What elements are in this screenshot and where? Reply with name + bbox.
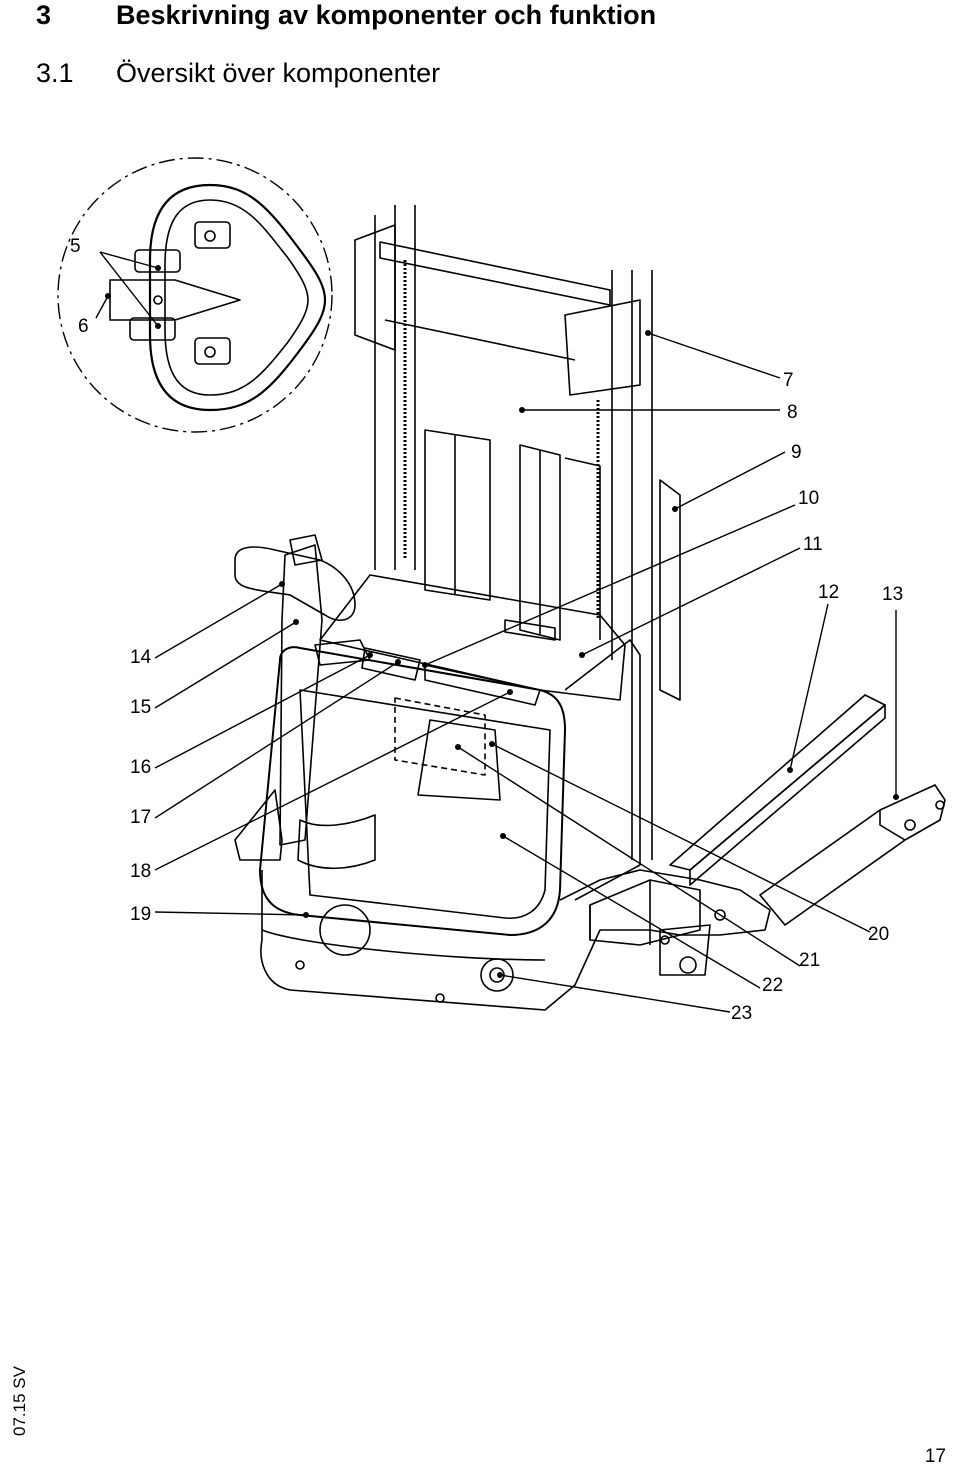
callout-16: 16	[130, 757, 151, 778]
callout-20: 20	[868, 924, 889, 945]
leader-lines	[95, 251, 897, 1013]
callout-10: 10	[798, 488, 819, 509]
callout-19: 19	[130, 904, 151, 925]
callout-9: 9	[791, 442, 802, 463]
callout-17: 17	[130, 807, 151, 828]
callout-14: 14	[130, 647, 152, 668]
leader-dots	[105, 265, 899, 978]
callout-5: 5	[70, 236, 81, 257]
callout-21: 21	[799, 950, 820, 971]
truck-drawing	[57, 157, 946, 1011]
detail-circle	[57, 157, 333, 433]
chapter-number: 3	[36, 0, 52, 30]
section-number: 3.1	[36, 58, 74, 88]
chapter-title: Beskrivning av komponenter och funktion	[116, 0, 657, 30]
callout-labels: 5 6 7 8 9 10 11 12 13 14 15 16 17 18 19 …	[70, 236, 903, 1024]
callout-6: 6	[78, 316, 89, 337]
callout-7: 7	[783, 370, 794, 391]
page-number: 17	[924, 1446, 946, 1467]
callout-18: 18	[130, 861, 151, 882]
callout-15: 15	[130, 697, 151, 718]
section-title: Översikt över komponenter	[116, 58, 441, 88]
callout-23: 23	[731, 1003, 752, 1024]
edition-label: 07.15 SV	[10, 1366, 29, 1436]
callout-8: 8	[787, 402, 798, 423]
callout-12: 12	[818, 582, 839, 603]
callout-11: 11	[803, 534, 823, 555]
callout-22: 22	[762, 975, 783, 996]
callout-13: 13	[882, 584, 903, 605]
